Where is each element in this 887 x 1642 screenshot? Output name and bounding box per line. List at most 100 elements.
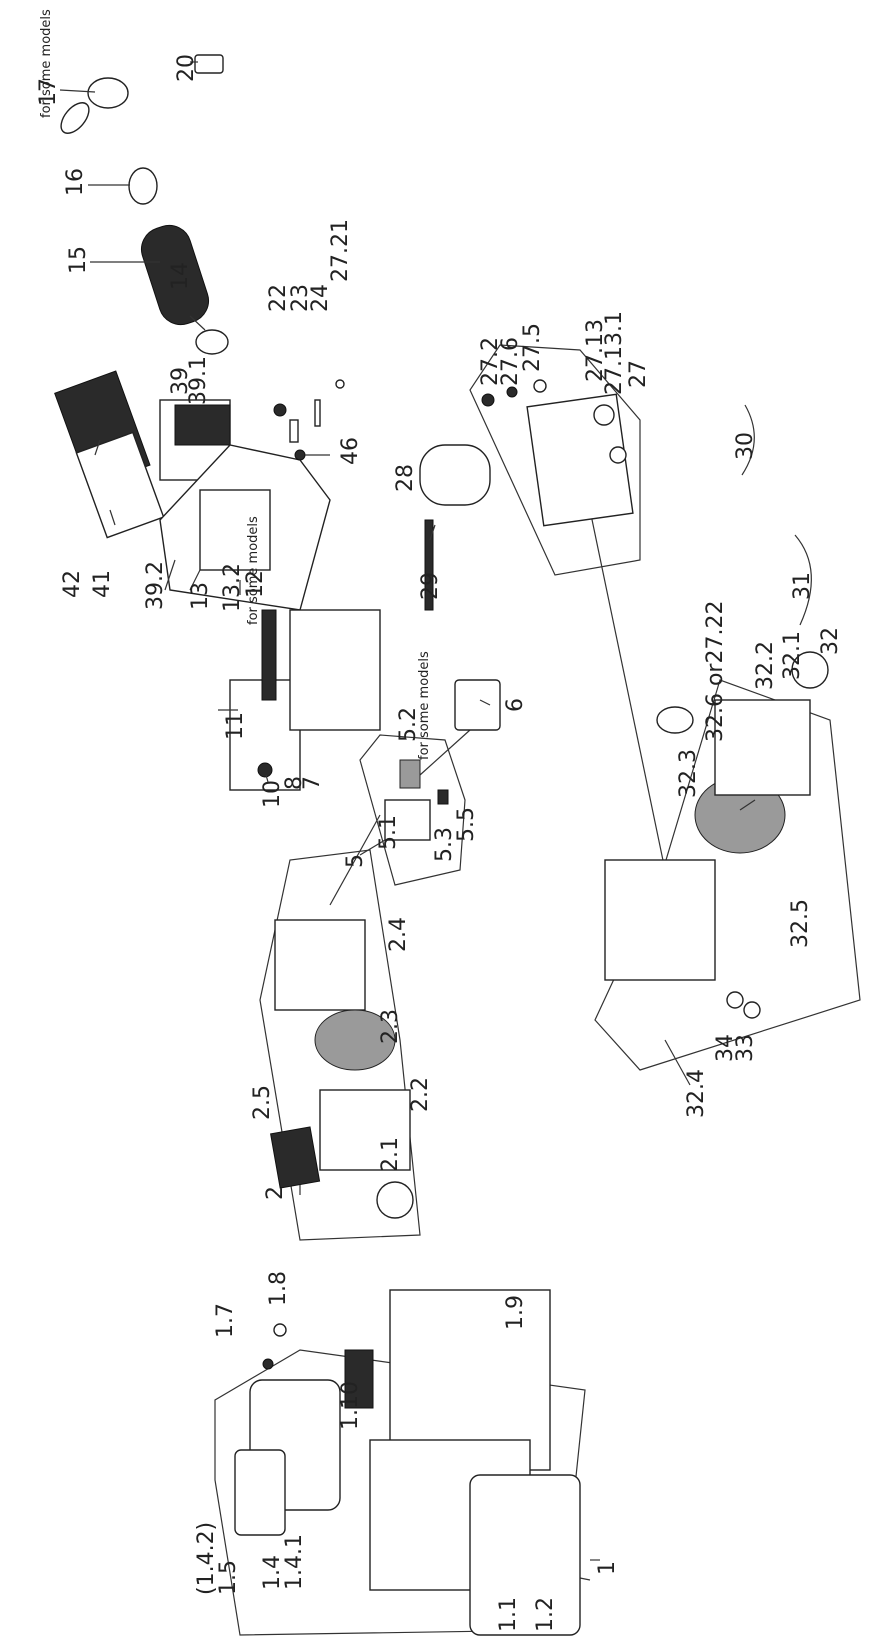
label-17-note: for some models	[39, 9, 54, 118]
leader-lines	[59, 61, 756, 1561]
part-27-2	[481, 393, 495, 407]
label-2-2: 2.2	[408, 1077, 433, 1112]
group-5-outline	[359, 734, 466, 886]
part-31-hose	[794, 534, 812, 626]
label-15: 15	[66, 246, 91, 274]
label-1-8: 1.8	[266, 1271, 291, 1306]
label-13: 13	[188, 582, 213, 610]
label-2-3: 2.3	[378, 1009, 403, 1044]
label-2-4: 2.4	[386, 917, 411, 952]
part-2-1-motor	[376, 1181, 414, 1219]
label-1-10: 1.10	[338, 1381, 363, 1430]
label-2-5: 2.5	[250, 1085, 275, 1120]
part-39-1	[174, 404, 231, 446]
label-10: 10	[260, 780, 285, 808]
part-2-2-housing	[319, 1089, 411, 1171]
part-27-13-1	[609, 446, 627, 464]
part-41-frame	[75, 431, 165, 539]
part-22	[273, 403, 287, 417]
link-27-32	[589, 509, 666, 871]
part-12-fins	[261, 609, 277, 701]
label-5-1: 5.1	[376, 815, 401, 850]
label-5-2-note: for some models	[417, 651, 432, 760]
part-32-3	[656, 706, 694, 734]
label-32-2: 32.2	[753, 641, 778, 690]
label-42: 42	[60, 570, 85, 598]
label-1-2: 1.2	[533, 1597, 558, 1632]
part-32-1-motor	[791, 651, 829, 689]
part-2-5-grille	[270, 1126, 321, 1189]
part-28-compressor	[419, 444, 491, 506]
label-22: 22	[266, 284, 291, 312]
label-11: 11	[223, 712, 248, 740]
label-32-3: 32.3	[676, 749, 701, 798]
part-29-bracket	[424, 519, 434, 611]
label-2-1: 2.1	[378, 1137, 403, 1172]
label-39-2: 39.2	[143, 561, 168, 610]
label-32-6: 32.6 or27.22	[703, 600, 728, 742]
label-1-1: 1.1	[496, 1597, 521, 1632]
part-5-2	[399, 759, 421, 789]
label-1-5: 1.5	[216, 1560, 241, 1595]
part-13-grid	[199, 489, 271, 571]
link-2-5	[329, 814, 381, 906]
part-16	[128, 167, 158, 205]
part-1-8	[273, 1323, 287, 1337]
label-1-9: 1.9	[503, 1295, 528, 1330]
label-1-7: 1.7	[213, 1303, 238, 1338]
part-1-10-board	[344, 1349, 374, 1409]
label-27-6: 27.6	[498, 337, 523, 386]
label-5-3: 5.3	[432, 827, 457, 862]
label-28: 28	[393, 464, 418, 492]
link-5-6	[419, 729, 471, 776]
label-2: 2	[263, 1186, 288, 1200]
part-24	[314, 399, 321, 427]
label-39-1: 39.1	[186, 356, 211, 405]
label-13-2: 13.2	[220, 563, 245, 612]
part-17b	[60, 102, 90, 134]
label-29: 29	[418, 572, 443, 600]
part-2-3-wheel	[314, 1009, 396, 1071]
label-7: 7	[300, 776, 325, 790]
label-32-5: 32.5	[788, 899, 813, 948]
label-6: 6	[503, 698, 528, 712]
part-23	[289, 419, 299, 443]
part-14	[195, 329, 229, 355]
label-46: 46	[338, 437, 363, 465]
label-27: 27	[626, 360, 651, 388]
label-1-4: 1.4	[260, 1555, 285, 1590]
part-1-7	[262, 1358, 274, 1370]
label-30: 30	[733, 432, 758, 460]
label-5-5: 5.5	[454, 807, 479, 842]
group-27-outline	[469, 344, 641, 576]
part-27-13	[593, 404, 615, 426]
group-2-outline	[259, 849, 421, 1241]
group-1-outline	[214, 1349, 586, 1636]
part-27-21	[335, 379, 345, 389]
part-32-4-housing	[604, 859, 716, 981]
part-5-box	[384, 799, 431, 841]
label-41: 41	[90, 570, 115, 598]
label-14: 14	[168, 262, 193, 290]
label-1-4-2: (1.4.2)	[194, 1521, 219, 1595]
part-46	[294, 449, 306, 461]
label-1-4-1: 1.4.1	[282, 1534, 307, 1590]
part-34	[726, 991, 744, 1009]
label-32-1: 32.1	[780, 631, 805, 680]
part-10	[257, 762, 273, 778]
part-12-coil	[289, 609, 381, 731]
part-32-2-housing	[714, 699, 811, 796]
label-16: 16	[63, 168, 88, 196]
part-27-6	[506, 386, 518, 398]
label-27-13-1: 27.13.1	[602, 311, 627, 395]
part-17a	[87, 77, 129, 109]
part-30-hose	[741, 404, 755, 476]
label-24: 24	[308, 284, 333, 312]
label-31: 31	[790, 572, 815, 600]
part-1-5-window	[234, 1449, 286, 1536]
part-33	[743, 1001, 761, 1019]
part-5-5	[437, 789, 449, 805]
part-1-1-front	[469, 1474, 581, 1636]
label-27-5: 27.5	[520, 323, 545, 372]
